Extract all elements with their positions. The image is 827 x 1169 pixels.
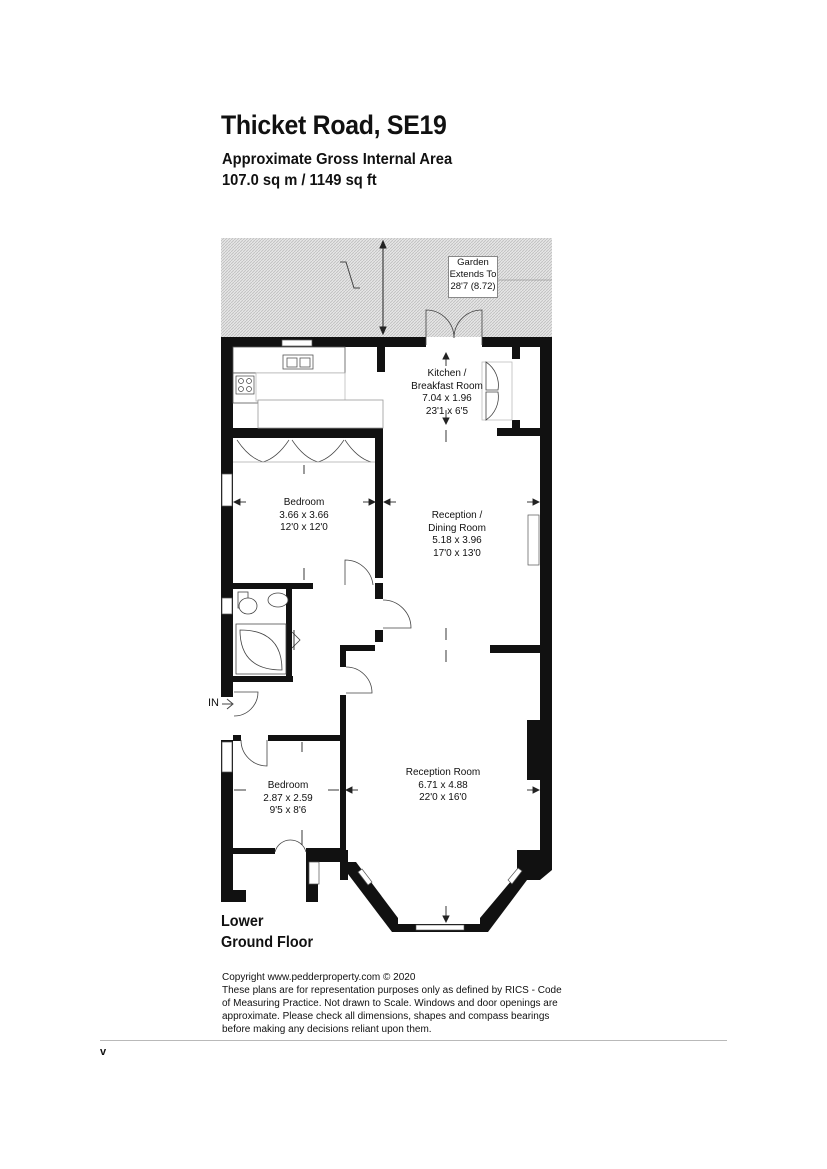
internal-doors bbox=[233, 559, 412, 853]
room-metric: 7.04 x 1.96 bbox=[422, 393, 472, 404]
room-label-reception-dining: Reception / Dining Room 5.18 x 3.96 17'0… bbox=[428, 510, 486, 560]
room-metric: 3.66 x 3.66 bbox=[279, 509, 329, 521]
bathroom-fittings bbox=[235, 591, 289, 675]
bay-window bbox=[348, 862, 552, 932]
room-metric: 6.71 x 4.88 bbox=[418, 779, 468, 791]
room-label-reception-room: Reception Room 6.71 x 4.88 22'0 x 16'0 bbox=[406, 767, 480, 805]
room-name: Kitchen / bbox=[427, 368, 467, 379]
bay-side-windows bbox=[357, 867, 523, 886]
room-name: Dining Room bbox=[428, 522, 486, 534]
disclaimer-line: These plans are for representation purpo… bbox=[222, 985, 562, 996]
room-imperial: 22'0 x 16'0 bbox=[419, 792, 467, 803]
floor-label-line1: Lower bbox=[221, 913, 264, 930]
garden-label: Garden Extends To 28'7 (8.72) bbox=[448, 256, 498, 298]
room-label-kitchen: Kitchen / Breakfast Room 7.04 x 1.96 23'… bbox=[411, 368, 483, 418]
room-label-bedroom-2: Bedroom 2.87 x 2.59 9'5 x 8'6 bbox=[263, 780, 312, 818]
room-label-bedroom-1: Bedroom 3.66 x 3.66 12'0 x 12'0 bbox=[279, 497, 328, 535]
kitchen-units bbox=[232, 346, 384, 429]
area-label: Approximate Gross Internal Area bbox=[222, 151, 453, 168]
room-imperial: 23'1 x 6'5 bbox=[425, 405, 469, 417]
hob-icon bbox=[235, 375, 255, 395]
interior-walls bbox=[233, 347, 540, 854]
garden-break-symbol bbox=[340, 261, 360, 289]
room-imperial: 12'0 x 12'0 bbox=[280, 522, 328, 533]
disclaimer-line: approximate. Please check all dimensions… bbox=[222, 1011, 550, 1022]
plan-title: Thicket Road, SE19 bbox=[221, 110, 447, 140]
garden-label-line3: 28'7 (8.72) bbox=[450, 281, 496, 292]
garden-label-line1: Garden bbox=[457, 257, 489, 268]
room-name: Bedroom bbox=[283, 497, 325, 508]
garden-label-line2: Extends To bbox=[449, 269, 497, 280]
floor-label: Lower Ground Floor bbox=[221, 911, 313, 953]
side-windows bbox=[221, 339, 540, 885]
bay-window-glazing bbox=[415, 924, 465, 931]
entrance-label: IN bbox=[208, 697, 219, 709]
room-name: Reception / bbox=[431, 510, 483, 521]
french-doors bbox=[425, 309, 513, 421]
footer-mark: v bbox=[100, 1046, 107, 1058]
area-value: 107.0 sq m / 1149 sq ft bbox=[222, 172, 377, 189]
room-imperial: 9'5 x 8'6 bbox=[269, 805, 307, 816]
dimension-markers bbox=[232, 351, 541, 924]
garden-area bbox=[221, 238, 552, 337]
floor-label-line2: Ground Floor bbox=[221, 934, 314, 951]
disclaimer-line: before making any decisions reliant upon… bbox=[222, 1024, 432, 1035]
room-name: Reception Room bbox=[405, 767, 481, 778]
disclaimer-line: of Measuring Practice. Not drawn to Scal… bbox=[222, 998, 558, 1009]
room-metric: 2.87 x 2.59 bbox=[263, 792, 313, 804]
copyright-notice: Copyright www.pedderproperty.com © 2020 … bbox=[222, 971, 562, 1036]
entrance-arrow bbox=[222, 698, 234, 710]
room-name: Bedroom bbox=[267, 780, 309, 791]
garden-dimension-arrow bbox=[379, 239, 387, 336]
copyright-line: Copyright www.pedderproperty.com © 2020 bbox=[222, 972, 416, 983]
room-imperial: 17'0 x 13'0 bbox=[433, 547, 481, 559]
wardrobe-doors bbox=[233, 439, 375, 463]
room-metric: 5.18 x 3.96 bbox=[432, 535, 482, 546]
footer-divider bbox=[100, 1040, 727, 1041]
room-name: Breakfast Room bbox=[411, 380, 483, 392]
